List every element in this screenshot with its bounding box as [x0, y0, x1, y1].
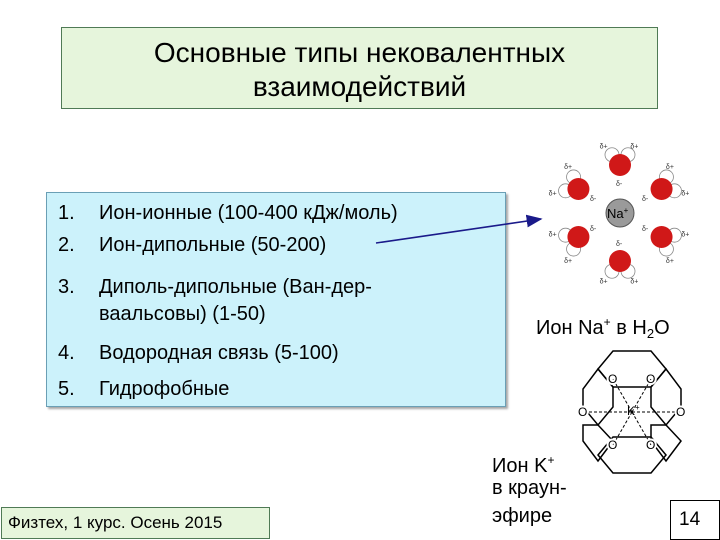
footer-text: Физтех, 1 курс. Осень 2015 [8, 513, 223, 532]
svg-text:O: O [578, 405, 587, 419]
partial-positive-label: δ+ [600, 143, 608, 150]
svg-text:O: O [608, 372, 617, 386]
partial-positive-label: δ+ [549, 190, 557, 197]
k-caption-line1: Ион K+ [492, 453, 555, 477]
potassium-ion-label: K+ [627, 403, 640, 418]
partial-positive-label: δ+ [600, 279, 608, 286]
list-item-number: 3. [58, 276, 75, 298]
slide-title-line2: взаимодействий [252, 71, 467, 102]
partial-positive-label: δ+ [630, 279, 638, 286]
list-item-number: 4. [58, 342, 75, 364]
svg-text:O: O [676, 405, 685, 419]
list-item-number: 1. [58, 202, 75, 224]
k-caption-line3: эфире [492, 505, 553, 527]
partial-negative-label: δ- [616, 181, 623, 188]
list-item-text: Ион-дипольные (50-200) [99, 234, 327, 256]
sodium-ion [605, 198, 635, 228]
list-item-text: ваальсовы) (1-50) [99, 303, 266, 325]
title-box: Основные типы нековалентных взаимодейств… [61, 27, 658, 109]
list-item-number: 2. [58, 234, 75, 256]
svg-text:O: O [608, 438, 617, 452]
partial-positive-label: δ+ [549, 232, 557, 239]
water-molecule: δ+ δ+ δ- [642, 226, 689, 265]
footer-box: Физтех, 1 курс. Осень 2015 [1, 507, 270, 539]
partial-negative-label: δ- [616, 241, 623, 248]
partial-negative-label: δ- [590, 226, 597, 233]
oxygen-atom [650, 178, 673, 200]
partial-negative-label: δ- [642, 226, 649, 233]
partial-negative-label: δ- [590, 196, 597, 203]
oxygen-atom [650, 226, 673, 248]
na-hydration-diagram: δ+ δ+ δ-δ+ δ+ δ-δ+ δ+ δ-δ+ δ+ δ-δ+ δ+ δ-δ+ δ+ δ- Na+ [549, 143, 690, 286]
svg-text:O: O [646, 372, 655, 386]
list-item-text: Гидрофобные [99, 378, 230, 400]
svg-text:O: O [578, 405, 587, 419]
interaction-types-list: 1. Ион-ионные (100-400 кДж/моль) 2. Ион-… [46, 192, 506, 407]
partial-positive-label: δ+ [681, 190, 689, 197]
k-caption-line2: в краун- [492, 477, 567, 499]
svg-text:O: O [646, 438, 655, 452]
svg-text:O: O [646, 438, 655, 452]
oxygen-atom [567, 178, 590, 200]
partial-positive-label: δ+ [564, 164, 572, 171]
oxygen-atom [567, 226, 590, 248]
slide-title-line1: Основные типы нековалентных [153, 37, 566, 68]
page-number: 14 [679, 509, 701, 530]
oxygen-atom [609, 250, 631, 272]
water-molecule: δ+ δ+ δ- [600, 143, 639, 188]
na-caption: Ион Na+ в H2O [536, 315, 670, 341]
water-molecule: δ+ δ+ δ- [642, 164, 689, 203]
page-number-box: 14 [670, 500, 720, 540]
water-molecule: δ+ δ+ δ- [600, 241, 639, 286]
svg-text:O: O [608, 372, 617, 386]
coordination-bonds [583, 378, 681, 446]
list-item-text: Диполь-дипольные (Ван-дер- [99, 276, 372, 298]
water-molecule: δ+ δ+ δ- [549, 164, 597, 203]
oxygen-labels: O O O O O O O O O O O O [576, 370, 687, 454]
crown-ether-diagram: O O O O O O O O O O O O K+ [576, 350, 687, 474]
partial-positive-label: δ+ [666, 258, 674, 265]
partial-positive-label: δ+ [681, 232, 689, 239]
svg-text:O: O [646, 372, 655, 386]
partial-positive-label: δ+ [564, 258, 572, 265]
oxygen-atom [609, 154, 631, 176]
crown-ether-rings [582, 350, 682, 474]
list-item-text: Водородная связь (5-100) [99, 342, 339, 364]
partial-negative-label: δ- [642, 196, 649, 203]
svg-text:O: O [676, 405, 685, 419]
ion-label: Na+ [607, 206, 629, 221]
partial-positive-label: δ+ [630, 143, 638, 150]
partial-positive-label: δ+ [666, 164, 674, 171]
water-molecule: δ+ δ+ δ- [549, 226, 597, 265]
list-item-number: 5. [58, 378, 75, 400]
svg-text:O: O [608, 438, 617, 452]
list-item-text: Ион-ионные (100-400 кДж/моль) [99, 202, 398, 224]
